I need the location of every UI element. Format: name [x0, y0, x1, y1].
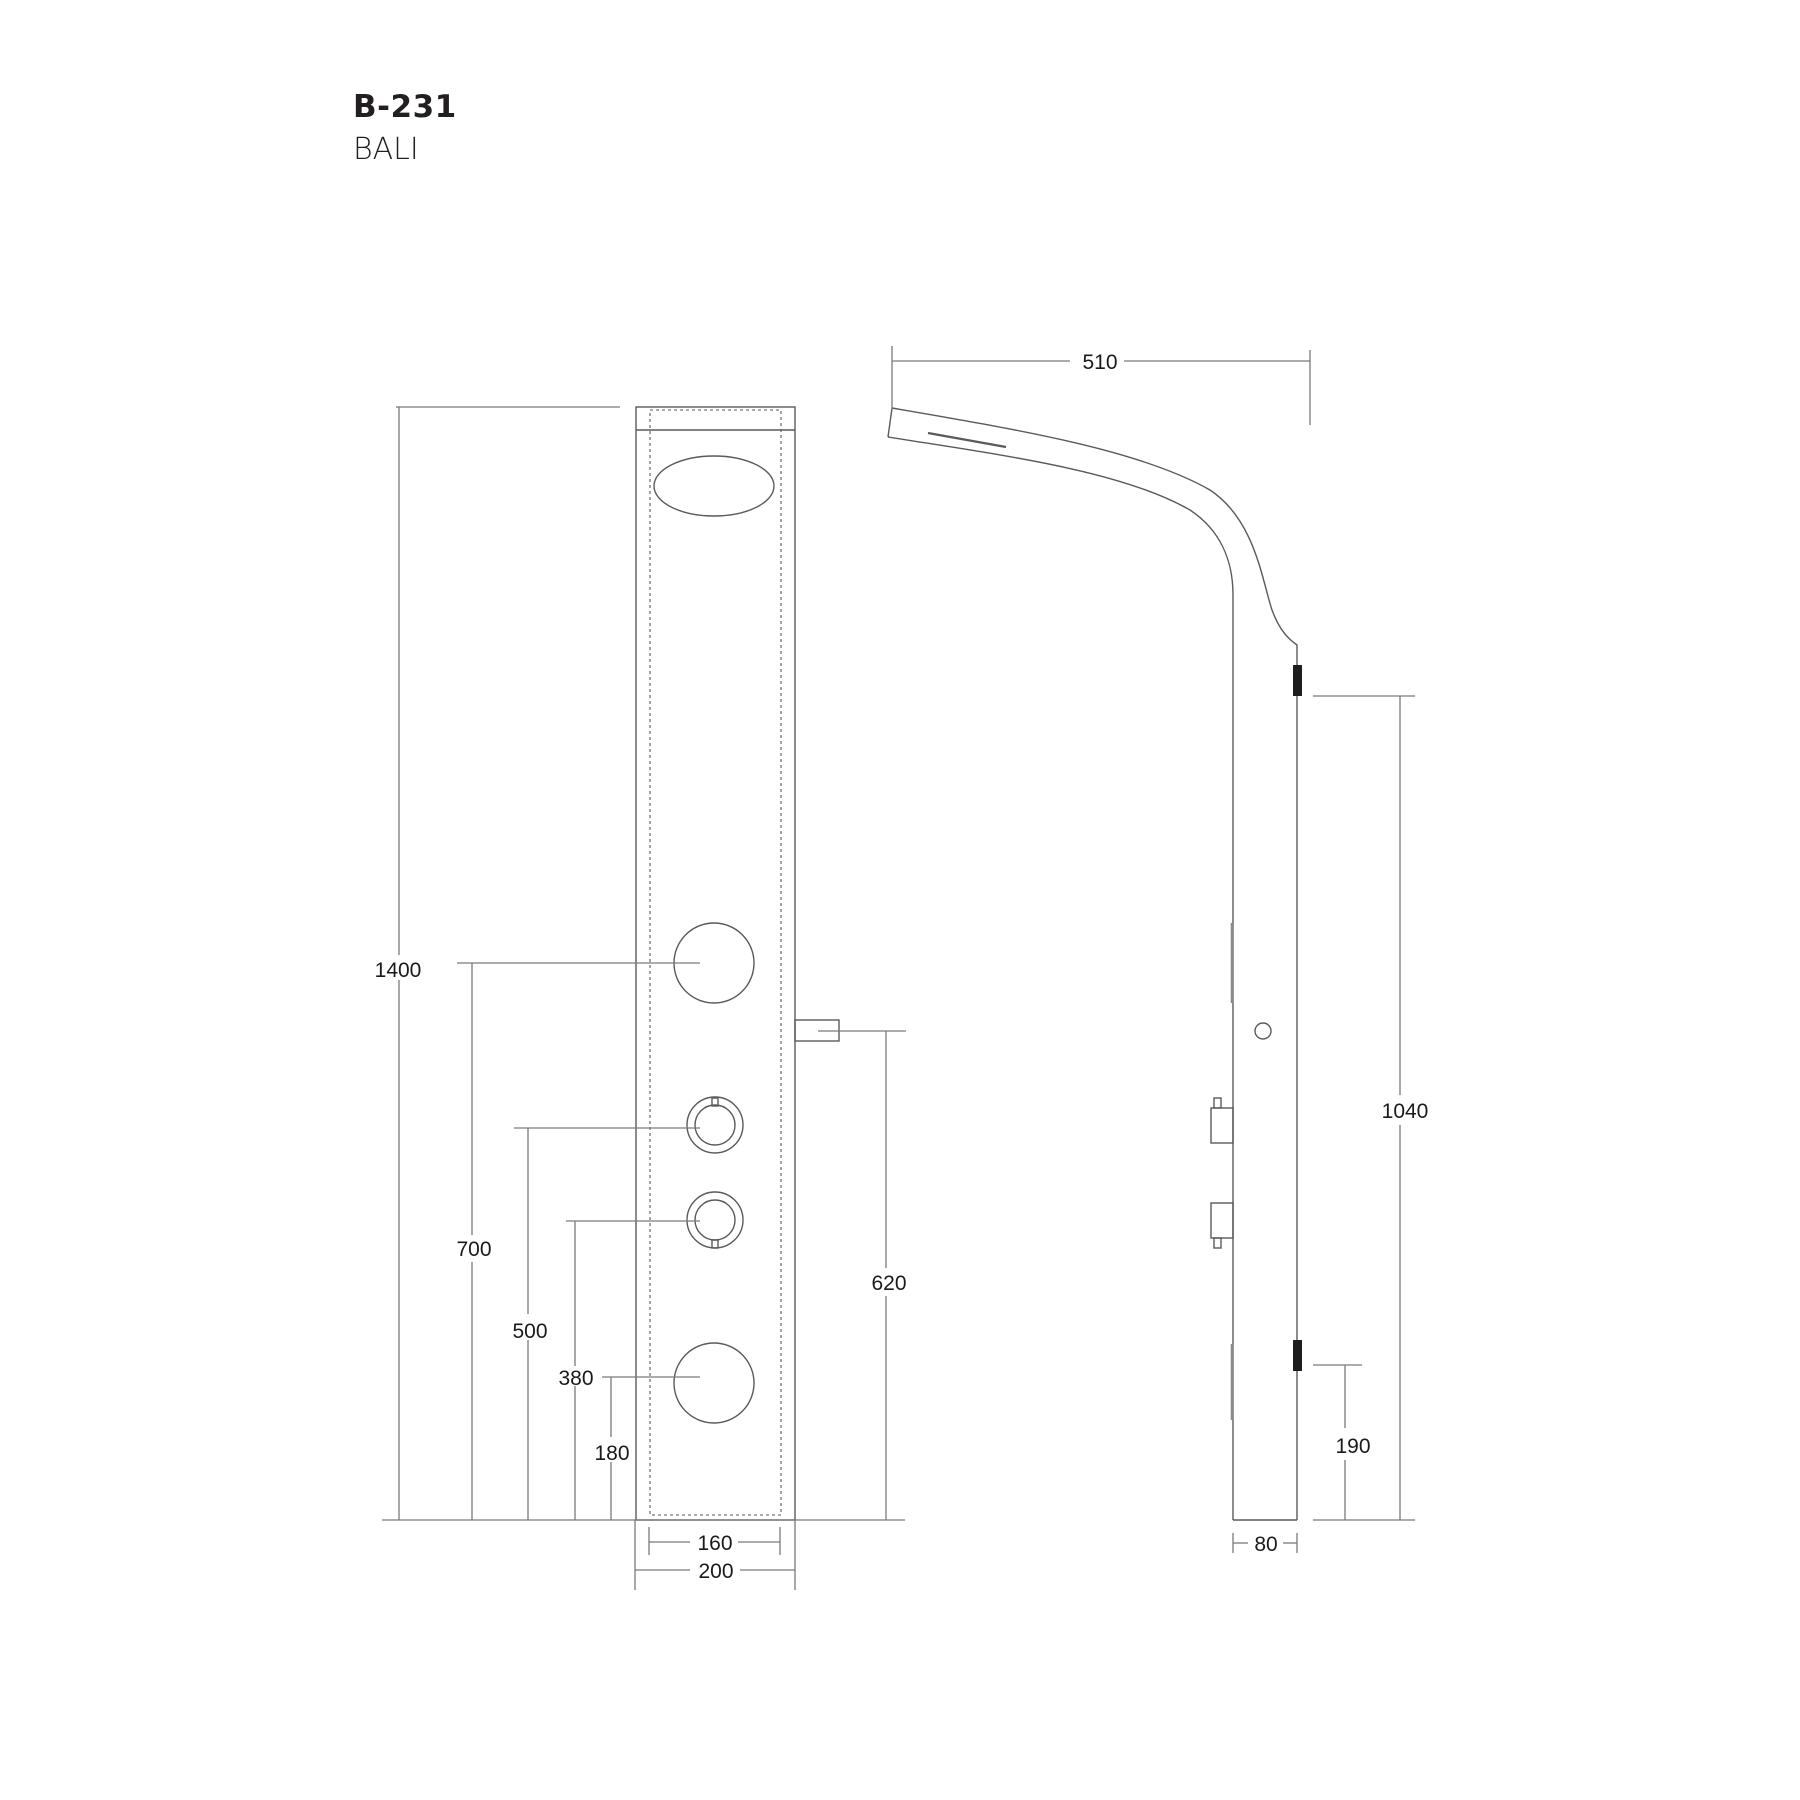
lower-body-jet	[673, 1342, 755, 1424]
dim-500: 500	[512, 1320, 547, 1343]
side-dimension-lines	[891, 346, 1415, 1553]
dim-620: 620	[871, 1272, 906, 1295]
dim-200: 200	[698, 1560, 733, 1583]
front-dimension-lines	[382, 406, 906, 1590]
dim-700: 700	[456, 1238, 491, 1261]
dim-1040: 1040	[1382, 1100, 1429, 1123]
dim-190: 190	[1335, 1435, 1370, 1458]
upper-knob	[686, 1096, 744, 1154]
spout-profile-circle	[1254, 1022, 1272, 1040]
side-view	[887, 407, 1298, 1521]
model-name: BALI	[353, 132, 419, 167]
upper-knob-profile	[1210, 1097, 1234, 1144]
arm-tip	[887, 407, 893, 438]
lower-knob-profile	[1210, 1202, 1234, 1249]
dim-160: 160	[697, 1532, 732, 1555]
arm-inner-contour	[887, 436, 1234, 1520]
title-block: B-231 BALI	[353, 92, 457, 165]
lower-knob	[686, 1191, 744, 1249]
model-code: B-231	[353, 89, 457, 125]
dim-510: 510	[1082, 351, 1117, 374]
arm-outer-contour	[891, 407, 1298, 1520]
dim-380: 380	[558, 1367, 593, 1390]
upper-wall-bracket	[1293, 665, 1302, 696]
rain-head-ellipse	[653, 455, 775, 517]
rain-head-plate	[927, 431, 1007, 449]
lower-wall-bracket	[1293, 1340, 1302, 1371]
dim-80: 80	[1254, 1533, 1277, 1556]
dim-1400: 1400	[375, 959, 422, 982]
dim-180: 180	[594, 1442, 629, 1465]
